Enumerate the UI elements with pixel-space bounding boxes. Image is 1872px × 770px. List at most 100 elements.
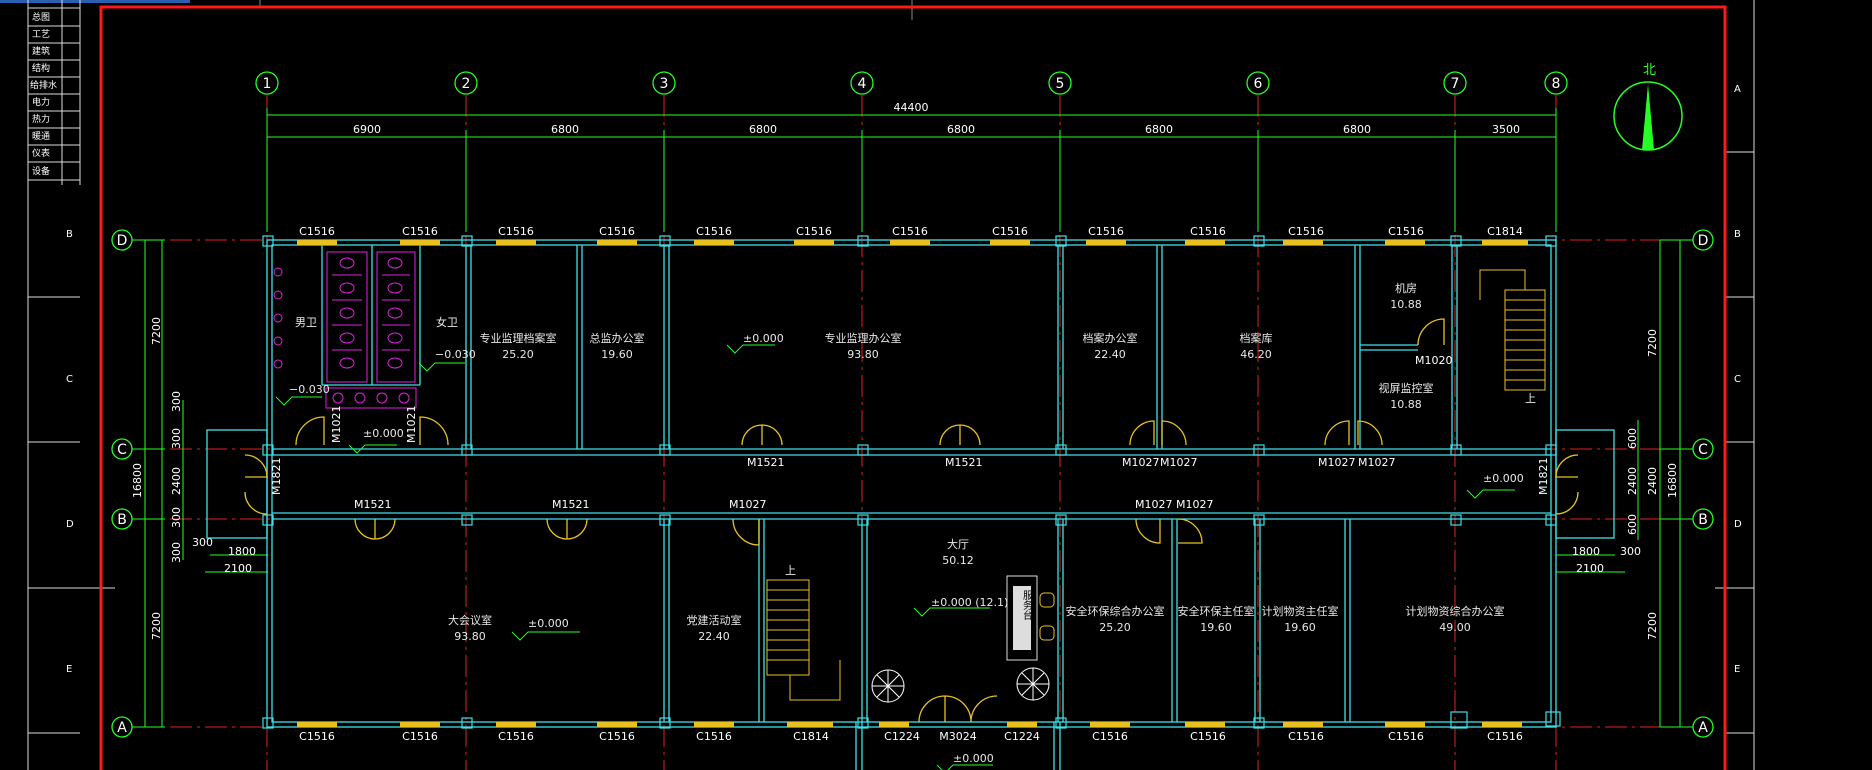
axis-label: A — [1698, 720, 1708, 736]
dim-bay: 6800 — [947, 123, 975, 136]
svg-text:M1521: M1521 — [945, 456, 983, 469]
axis-label: C — [117, 442, 127, 458]
room-name: 档案库 — [1240, 331, 1273, 345]
axis-label: D — [117, 233, 128, 249]
axis-label: 3 — [660, 76, 669, 92]
zone-letter: B — [66, 229, 73, 240]
room-area: 19.60 — [601, 348, 633, 361]
dim-bay: 6900 — [353, 123, 381, 136]
room-name: 计划物资综合办公室 — [1406, 604, 1505, 618]
dim-left-small: 300 — [170, 428, 183, 449]
zone-letter: E — [66, 664, 72, 675]
axis-label: A — [117, 720, 127, 736]
revision-row-label: 结构 — [32, 62, 50, 74]
svg-text:C1516: C1516 — [696, 730, 732, 743]
window-tags-top: C1516 C1516 C1516 C1516 C1516 C1516 C151… — [299, 225, 1523, 238]
revision-row-label: 设备 — [32, 165, 50, 177]
revision-row-label: 建筑 — [32, 45, 50, 57]
level-text: ±0.000 — [743, 332, 784, 345]
door-tags: M1021 M1021 M1521 M1521 M1027 M1027 M102… — [270, 354, 1550, 511]
stairs — [766, 269, 1546, 701]
room-area: 46.20 — [1240, 348, 1272, 361]
dim-bay: 6800 — [749, 123, 777, 136]
toilet-fixtures — [273, 251, 417, 409]
room-area: 19.60 — [1200, 621, 1232, 634]
axis-label: 2 — [462, 76, 471, 92]
revision-row-label: 总图 — [32, 11, 50, 23]
svg-text:M1521: M1521 — [747, 456, 785, 469]
row-axis-bubbles: D C B A D C B A — [111, 229, 1714, 738]
room-name: 视屏监控室 — [1379, 381, 1434, 395]
room-area: 25.20 — [1099, 621, 1131, 634]
dim-right-small: 600 — [1626, 514, 1639, 535]
dim-bay: 6800 — [551, 123, 579, 136]
svg-text:C1516: C1516 — [498, 730, 534, 743]
level-text: −0.030 — [289, 383, 330, 396]
svg-text:M1027: M1027 — [1122, 456, 1160, 469]
zone-letter: C — [66, 374, 73, 385]
svg-text:C1814: C1814 — [1487, 225, 1523, 238]
dim-bay: 3500 — [1492, 123, 1520, 136]
dim-right-h: 2100 — [1576, 562, 1604, 575]
revision-row-label: 暖通 — [32, 130, 50, 142]
dim-right: 7200 — [1646, 612, 1659, 640]
column-axis-bubbles: 1 2 3 4 5 6 7 8 — [255, 71, 1568, 95]
zone-letter: B — [1734, 229, 1741, 240]
zone-letter: D — [1734, 519, 1742, 530]
revision-row-label: 热力 — [32, 113, 50, 125]
axis-label: 6 — [1254, 76, 1263, 92]
north-label: 北 — [1643, 63, 1656, 78]
svg-text:M1027: M1027 — [1160, 456, 1198, 469]
dim-right: 7200 — [1646, 329, 1659, 357]
room-name: 党建活动室 — [687, 613, 742, 627]
svg-text:C1516: C1516 — [1190, 730, 1226, 743]
room-area: 10.88 — [1390, 398, 1422, 411]
svg-text:C1516: C1516 — [992, 225, 1028, 238]
structural-columns — [262, 235, 1561, 729]
room-area: 25.20 — [502, 348, 534, 361]
svg-text:M1027: M1027 — [1176, 498, 1214, 511]
svg-text:C1516: C1516 — [1288, 730, 1324, 743]
reception-chairs — [1039, 592, 1055, 641]
dim-left-small: 300 — [192, 536, 213, 549]
room-name: 大厅 — [947, 537, 969, 551]
dim-bay: 6800 — [1145, 123, 1173, 136]
svg-text:C1516: C1516 — [696, 225, 732, 238]
svg-text:C1516: C1516 — [892, 225, 928, 238]
svg-text:C1516: C1516 — [1092, 730, 1128, 743]
svg-text:C1516: C1516 — [1190, 225, 1226, 238]
dim-left-small: 300 — [170, 391, 183, 412]
axis-label: 1 — [263, 76, 272, 92]
dim-overall: 44400 — [894, 101, 929, 114]
room-area: 22.40 — [1094, 348, 1126, 361]
level-text: ±0.000 (12.1) — [931, 596, 1008, 609]
dim-left-small: 300 — [170, 507, 183, 528]
axis-label: 5 — [1056, 76, 1065, 92]
reception-desk-inner — [1013, 586, 1031, 650]
svg-text:C1516: C1516 — [402, 225, 438, 238]
axis-label: D — [1698, 233, 1709, 249]
room-labels: 男卫 女卫 专业监理档案室 25.20 总监办公室 19.60 专业监理办公室 … — [295, 281, 1505, 643]
svg-text:M1021: M1021 — [405, 406, 418, 444]
dimension-lines — [144, 108, 1681, 727]
svg-text:C1516: C1516 — [1388, 730, 1424, 743]
svg-text:M1027: M1027 — [729, 498, 767, 511]
zone-letter: E — [1734, 664, 1740, 675]
room-name: 档案办公室 — [1083, 331, 1138, 345]
viewport-tab-indicator — [0, 0, 190, 3]
dim-right-small: 600 — [1626, 428, 1639, 449]
svg-text:M1027: M1027 — [1318, 456, 1356, 469]
room-area: 50.12 — [942, 554, 974, 567]
room-name: 大会议室 — [448, 613, 492, 627]
axis-label: C — [1698, 442, 1708, 458]
drawing-border — [99, 5, 1727, 770]
svg-text:C1516: C1516 — [1487, 730, 1523, 743]
dim-right-h: 1800 — [1572, 545, 1600, 558]
svg-text:C1516: C1516 — [299, 225, 335, 238]
right-zone-strip — [1715, 0, 1755, 770]
dim-left-h: 2100 — [224, 562, 252, 575]
dim-left-h: 1800 — [228, 545, 256, 558]
level-text: ±0.000 — [363, 427, 404, 440]
revision-row-label: 仪表 — [32, 147, 50, 159]
